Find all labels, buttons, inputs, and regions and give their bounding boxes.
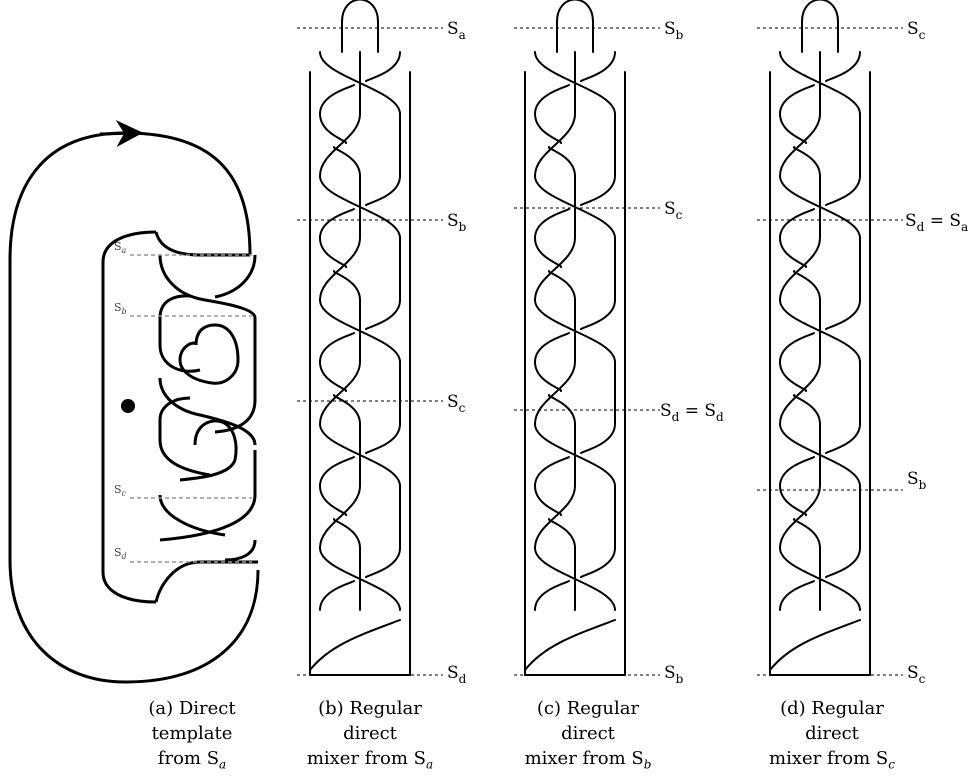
inner-slot: [101, 230, 157, 604]
panel-b-braid: [309, 0, 411, 676]
small-label-sa: Sa: [114, 240, 127, 255]
panel-b-levels: Sa Sb Sc Sd: [297, 19, 467, 686]
panel-d-levels: Sc Sd = Sa Sb Sc: [757, 19, 968, 686]
panel-a-braid: [158, 254, 257, 562]
inner-slot-top-lobe: [154, 231, 250, 257]
panel-a-direct-template: Sa Sb Sc Sd: [8, 120, 260, 684]
panel-c-braid: [524, 0, 626, 676]
label-c-2: Sc: [664, 199, 683, 222]
label-d-1: Sc: [907, 19, 926, 42]
small-label-sb: Sb: [114, 301, 127, 316]
outer-template-loop: [8, 131, 260, 684]
label-b-4: Sd: [447, 663, 467, 686]
panel-c-levels: Sb Sc Sd = Sd Sb: [514, 19, 724, 686]
label-c-1: Sb: [664, 19, 684, 42]
label-b-3: Sc: [447, 392, 466, 415]
panel-d-braid: [769, 0, 871, 676]
small-label-sd: Sd: [114, 546, 127, 561]
label-d-4: Sc: [907, 663, 926, 686]
small-label-sc: Sc: [114, 483, 127, 498]
inner-slot-bottom-lobe: [154, 560, 258, 603]
caption-c: (c) Regular direct mixer from Sb: [524, 698, 652, 772]
center-dot: [121, 399, 135, 413]
label-d-3: Sb: [907, 469, 927, 492]
knot-template-figure: Sa Sb Sc Sd Sa Sb Sc Sd Sb Sc Sd = Sd Sb…: [8, 0, 968, 686]
label-b-1: Sa: [447, 19, 466, 42]
caption-a: (a) Direct template from Sa: [148, 698, 236, 772]
label-d-2: Sd = Sa: [905, 211, 968, 234]
flow-arrow-icon: [99, 120, 144, 148]
caption-b: (b) Regular direct mixer from Sa: [306, 698, 434, 772]
label-c-3: Sd = Sd: [660, 401, 724, 424]
caption-d: (d) Regular direct mixer from Sc: [769, 698, 895, 772]
label-c-4: Sb: [664, 663, 684, 686]
label-b-2: Sb: [447, 211, 467, 234]
